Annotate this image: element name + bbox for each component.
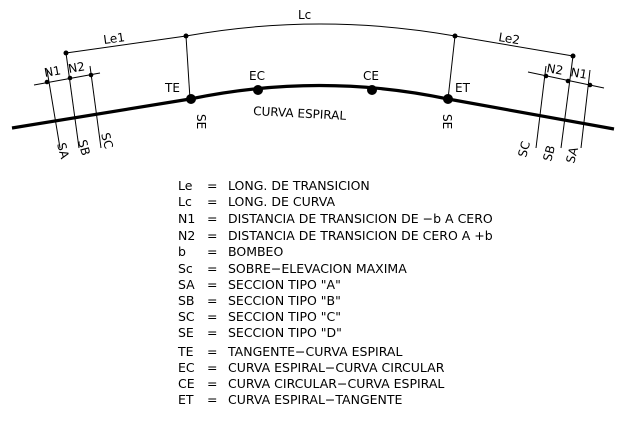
legend-row-eq: = <box>207 344 217 359</box>
legend-row-eq: = <box>207 360 217 375</box>
legend-row-desc: SECCION TIPO "D" <box>228 325 342 340</box>
legend-row-desc: SECCION TIPO "B" <box>228 293 341 308</box>
left-n-node-1 <box>44 79 50 85</box>
label-le2: Le2 <box>498 30 521 47</box>
legend-row-sym: SB <box>178 293 195 308</box>
label-curve-name: CURVA ESPIRAL <box>253 104 347 123</box>
legend-row-eq: = <box>207 261 217 276</box>
label-te: TE <box>164 81 180 95</box>
right-sc-line <box>535 65 547 149</box>
legend-row-eq: = <box>207 392 217 407</box>
label-lc: Lc <box>298 8 311 22</box>
legend-row-eq: = <box>207 194 217 209</box>
point-ce <box>367 85 377 95</box>
legend-row-eq: = <box>207 309 217 324</box>
label-sc-right: SC <box>515 140 533 159</box>
label-et: ET <box>455 81 471 95</box>
label-ce: CE <box>363 69 379 83</box>
legend-row-sym: Sc <box>178 261 193 276</box>
legend-row-eq: = <box>207 277 217 292</box>
label-ec: EC <box>249 69 265 83</box>
te-vertical <box>185 35 191 100</box>
legend-row-sym: b <box>178 244 186 259</box>
label-n2-right: N2 <box>545 61 564 78</box>
label-n1-right: N1 <box>569 65 588 82</box>
label-sc-left: SC <box>98 131 116 150</box>
legend-row-sym: Lc <box>178 194 192 209</box>
label-sb-right: SB <box>540 144 558 163</box>
legend-row-sym: N2 <box>178 228 195 243</box>
left-sa-line <box>46 69 61 149</box>
label-se-right: SE <box>440 114 454 129</box>
legend-row-desc: CURVA CIRCULAR−CURVA ESPIRAL <box>228 376 444 391</box>
legend-row-desc: TANGENTE−CURVA ESPIRAL <box>227 344 402 359</box>
label-sa-right: SA <box>563 145 581 165</box>
legend-row-desc: SECCION TIPO "A" <box>228 277 341 292</box>
legend-row-desc: CURVA ESPIRAL−CURVA CIRCULAR <box>228 360 445 375</box>
label-sa-left: SA <box>54 141 72 161</box>
legend-row-sym: SC <box>178 309 195 324</box>
label-n1-left: N1 <box>43 63 62 80</box>
road-alignment <box>11 83 615 131</box>
point-et <box>443 94 453 104</box>
label-le1: Le1 <box>102 30 125 47</box>
legend-row-eq: = <box>207 376 217 391</box>
legend-row-desc: SECCION TIPO "C" <box>228 309 341 324</box>
legend-row-desc: CURVA ESPIRAL−TANGENTE <box>228 392 403 407</box>
legend: Le = LONG. DE TRANSICION Lc = LONG. DE C… <box>177 178 493 407</box>
legend-row-desc: DISTANCIA DE TRANSICION DE −b A CERO <box>228 211 493 226</box>
label-sb-left: SB <box>75 138 93 157</box>
right-sa-line <box>580 69 591 149</box>
legend-row-sym: Le <box>178 178 193 193</box>
legend-row-eq: = <box>207 211 217 226</box>
legend-row-eq: = <box>207 325 217 340</box>
label-se-left: SE <box>194 114 208 129</box>
legend-row-sym: CE <box>178 376 195 391</box>
legend-row-sym: ET <box>178 392 194 407</box>
legend-row-eq: = <box>207 178 217 193</box>
legend-row-eq: = <box>207 244 217 259</box>
et-vertical <box>447 35 456 100</box>
left-sb-line <box>65 52 80 149</box>
point-ec <box>253 85 263 95</box>
legend-row-eq: = <box>207 228 217 243</box>
right-sb-line <box>560 55 574 149</box>
legend-row-sym: SE <box>178 325 194 340</box>
legend-row-desc: LONG. DE TRANSICION <box>228 178 370 193</box>
legend-row-desc: SOBRE−ELEVACION MAXIMA <box>228 261 407 276</box>
point-te <box>186 94 196 104</box>
legend-row-sym: SA <box>178 277 195 292</box>
label-n2-left: N2 <box>67 59 86 76</box>
left-sc-line <box>89 65 102 149</box>
legend-row-sym: TE <box>177 344 194 359</box>
legend-row-desc: BOMBEO <box>228 244 283 259</box>
length-dimension-line <box>65 23 574 57</box>
legend-row-sym: N1 <box>178 211 195 226</box>
legend-row-sym: EC <box>178 360 195 375</box>
legend-row-eq: = <box>207 293 217 308</box>
legend-row-desc: LONG. DE CURVA <box>228 194 335 209</box>
legend-row-desc: DISTANCIA DE TRANSICION DE CERO A +b <box>228 228 493 243</box>
